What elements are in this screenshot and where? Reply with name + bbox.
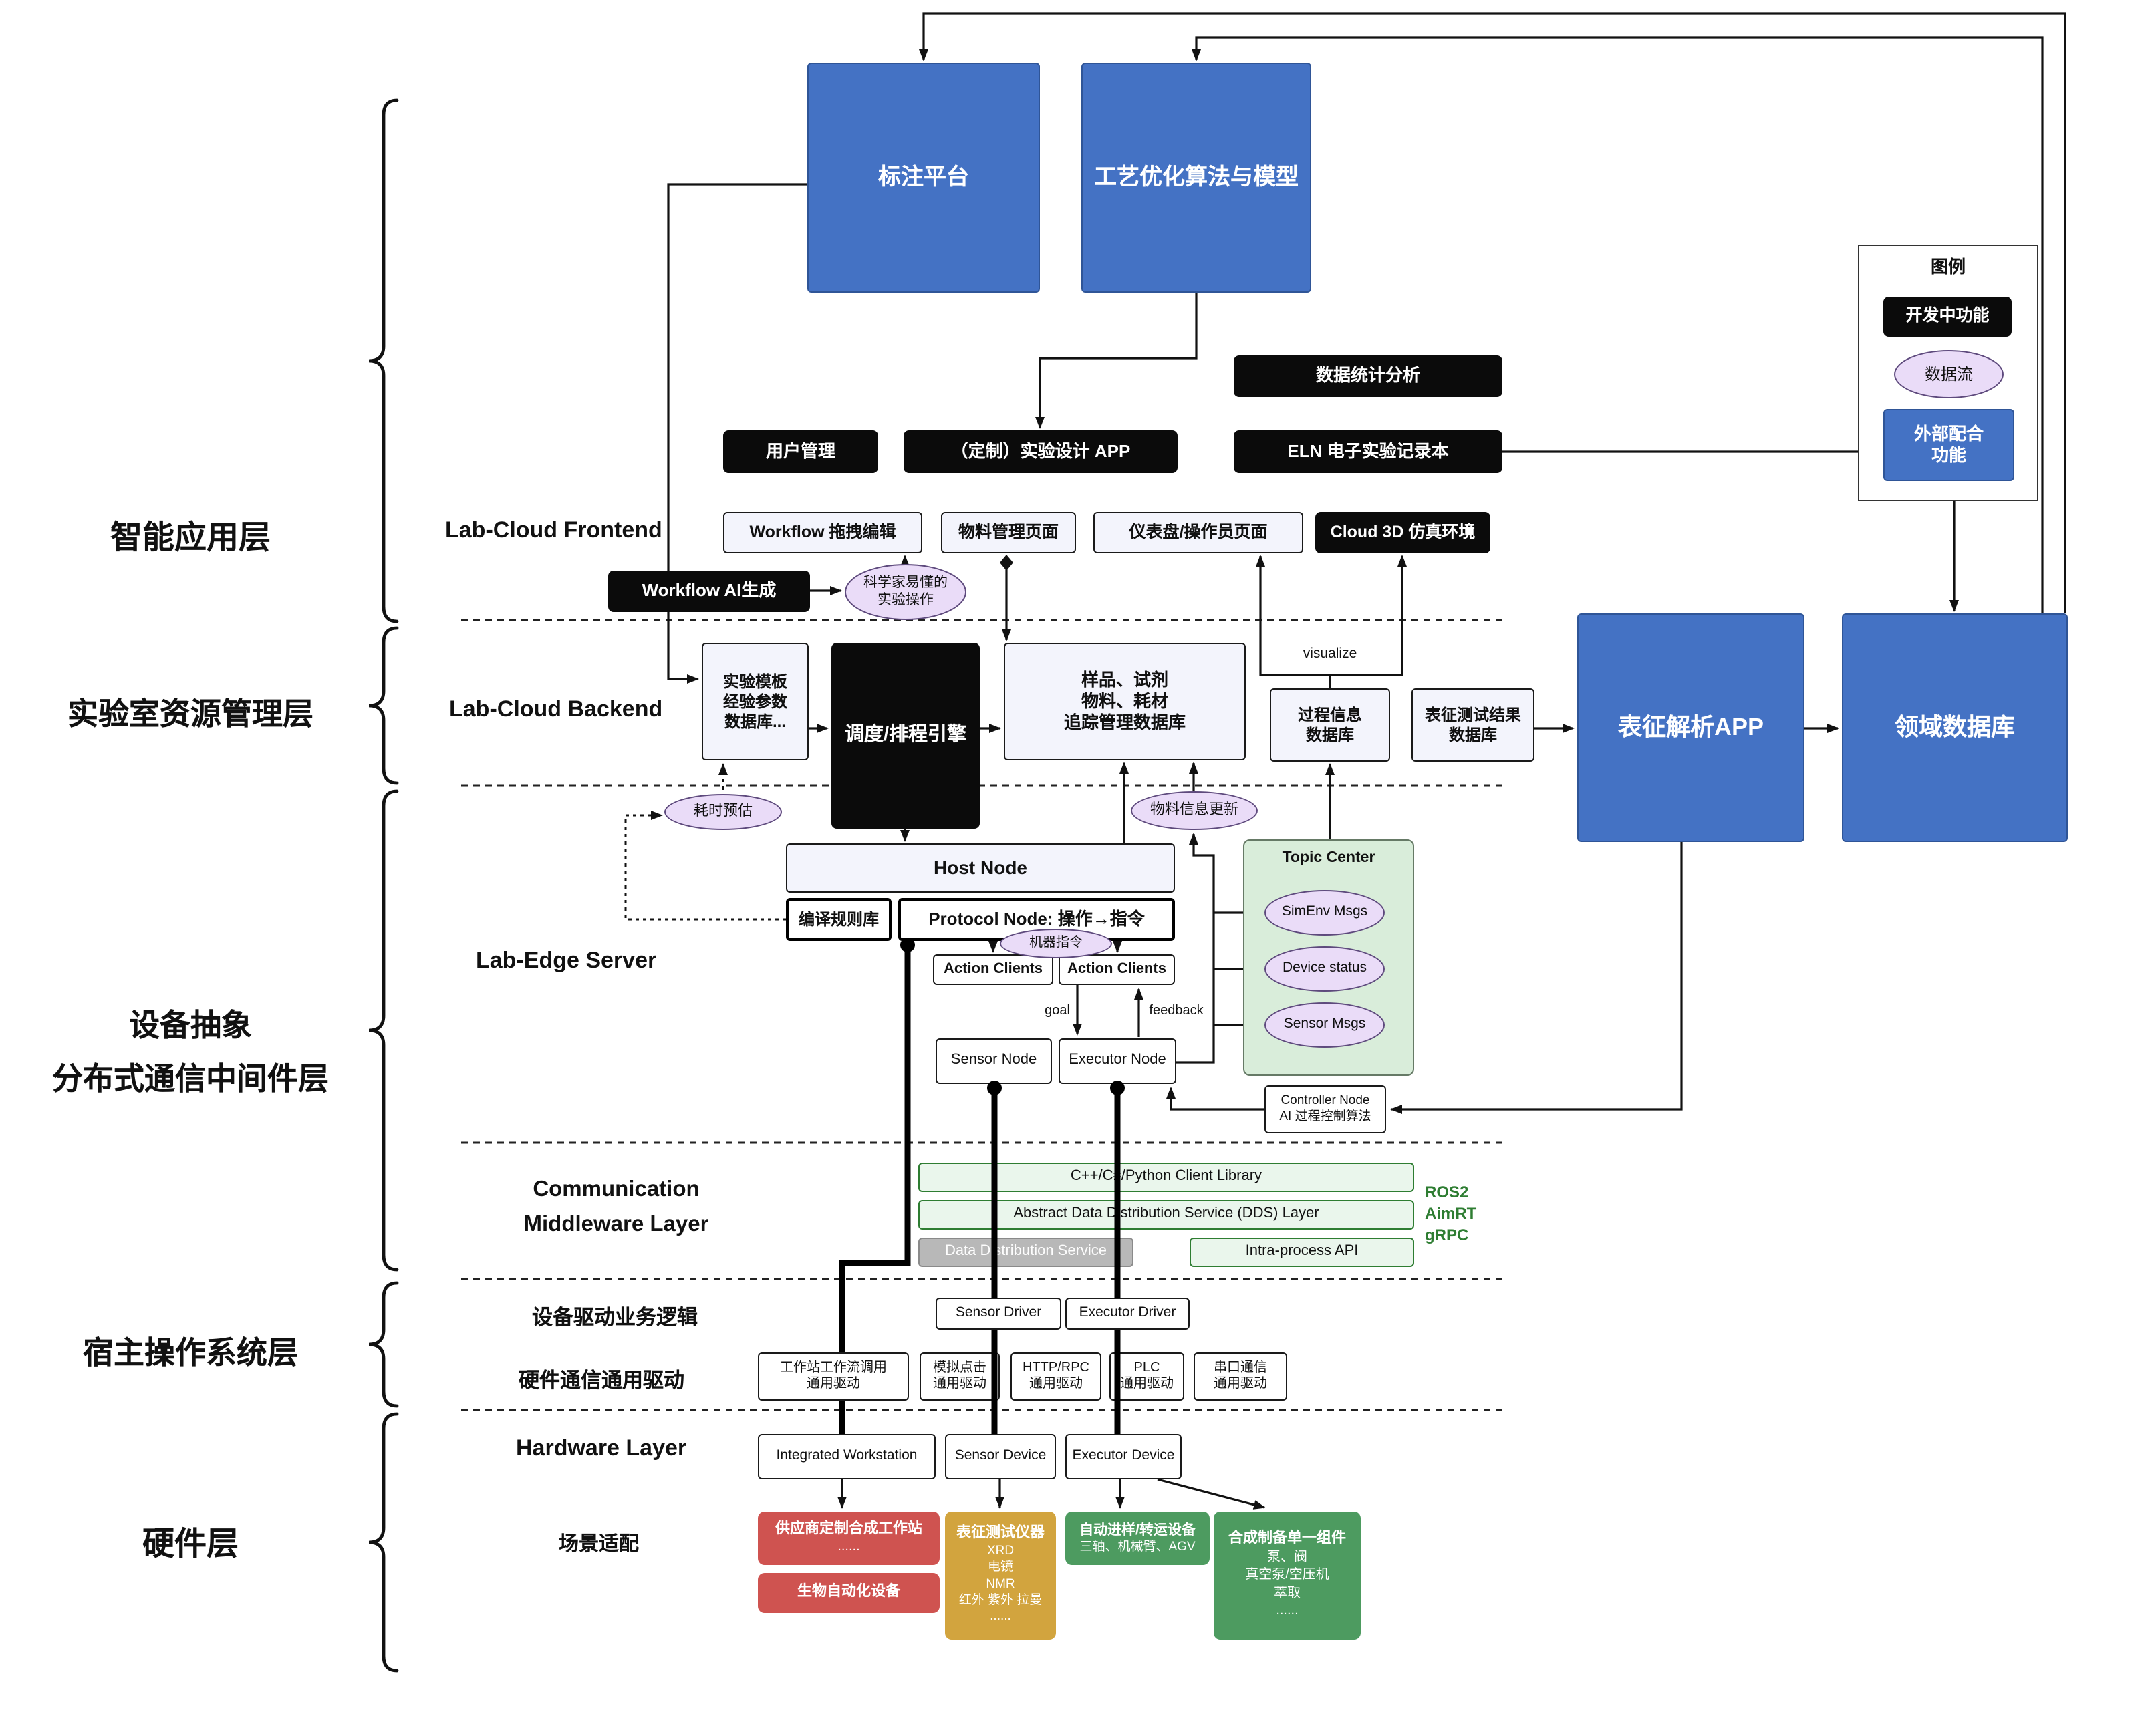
custom-experiment-app-box: （定制）实验设计 APP — [904, 430, 1178, 473]
compile-rule-lib-box: 编译规则库 — [786, 898, 892, 941]
eln-box: ELN 电子实验记录本 — [1234, 430, 1502, 473]
executor-device-box: Executor Device — [1065, 1434, 1182, 1479]
action-clients-1-box: Action Clients — [933, 954, 1053, 985]
goal-label: goal — [1045, 1004, 1070, 1018]
workstation-driver-box: 工作站工作流调用 通用驱动 — [758, 1352, 909, 1401]
domain-db-box: 领域数据库 — [1842, 613, 2068, 842]
simenv-msgs-ellipse: SimEnv Msgs — [1264, 890, 1385, 936]
transfer-title: 自动进样/转运设备 — [1079, 1522, 1196, 1538]
characterization-title: 表征测试仪器 — [956, 1525, 1045, 1542]
label-lab-cloud-frontend: Lab-Cloud Frontend — [445, 517, 662, 543]
characterization-instruments-box: 表征测试仪器 XRD 电镜 NMR 红外 紫外 拉曼 ...... — [945, 1512, 1056, 1640]
dotted-connectors — [624, 763, 786, 921]
label-communication-middleware: Communication Middleware Layer — [523, 1177, 709, 1236]
material-page-box: 物料管理页面 — [941, 512, 1076, 553]
component-items: 泵、阀 真空泵/空压机 萃取 ...... — [1245, 1550, 1329, 1619]
layer-label-device: 设备抽象 分布式通信中间件层 — [52, 1008, 329, 1097]
click-driver-box: 模拟点击 通用驱动 — [920, 1352, 1000, 1401]
machine-cmd-ellipse: 机器指令 — [1000, 929, 1112, 958]
template-db-box: 实验模板 经验参数 数据库... — [702, 643, 809, 760]
time-estimate-ellipse: 耗时预估 — [664, 794, 782, 830]
legend-title: 图例 — [1930, 257, 1966, 277]
intra-process-api-box: Intra-process API — [1190, 1238, 1414, 1267]
bio-automation-box: 生物自动化设备 — [758, 1573, 940, 1613]
char-result-db-box: 表征测试结果 数据库 — [1411, 688, 1534, 762]
legend-dataflow-ellipse: 数据流 — [1894, 350, 2004, 398]
sensor-device-box: Sensor Device — [945, 1434, 1056, 1479]
char-analysis-app-box: 表征解析APP — [1577, 613, 1804, 842]
controller-node-box: Controller Node AI 过程控制算法 — [1264, 1085, 1386, 1133]
workflow-edit-box: Workflow 拖拽编辑 — [723, 512, 922, 553]
http-rpc-driver-box: HTTP/RPC 通用驱动 — [1010, 1352, 1101, 1401]
material-update-ellipse: 物料信息更新 — [1131, 791, 1258, 830]
sensor-msgs-ellipse: Sensor Msgs — [1264, 1002, 1385, 1048]
host-node-box: Host Node — [786, 843, 1175, 893]
data-stats-box: 数据统计分析 — [1234, 355, 1502, 397]
legend-dev-box: 开发中功能 — [1883, 297, 2012, 337]
label-lab-cloud-backend: Lab-Cloud Backend — [449, 696, 663, 722]
layer-label-host-os: 宿主操作系统层 — [83, 1335, 298, 1370]
label-lab-edge-server: Lab-Edge Server — [476, 948, 657, 973]
user-mgmt-box: 用户管理 — [723, 430, 878, 473]
visualize-label: visualize — [1303, 646, 1357, 662]
tracking-db-box: 样品、试剂 物料、耗材 追踪管理数据库 — [1004, 643, 1246, 760]
plc-driver-box: PLC 通用驱动 — [1109, 1352, 1184, 1401]
layer-label-hardware: 硬件层 — [142, 1526, 239, 1562]
legend-external-box: 外部配合 功能 — [1883, 409, 2014, 481]
layer-braces — [368, 98, 399, 1673]
sensor-driver-box: Sensor Driver — [936, 1298, 1061, 1330]
layer-label-app: 智能应用层 — [110, 520, 271, 556]
label-driver-logic: 设备驱动业务逻辑 — [532, 1307, 698, 1330]
vendor-workstation-title: 供应商定制合成工作站 — [775, 1520, 922, 1537]
action-clients-2-box: Action Clients — [1059, 954, 1175, 985]
component-title: 合成制备单一组件 — [1228, 1530, 1346, 1547]
executor-driver-box: Executor Driver — [1065, 1298, 1190, 1330]
label-hardware-layer: Hardware Layer — [516, 1435, 687, 1461]
process-optimization-box: 工艺优化算法与模型 — [1081, 63, 1311, 293]
vendor-workstation-sub: ...... — [837, 1539, 860, 1554]
annotation-platform-box: 标注平台 — [807, 63, 1040, 293]
integrated-workstation-box: Integrated Workstation — [758, 1434, 936, 1479]
characterization-items: XRD 电镜 NMR 红外 紫外 拉曼 ...... — [958, 1544, 1043, 1624]
component-box: 合成制备单一组件 泵、阀 真空泵/空压机 萃取 ...... — [1214, 1512, 1361, 1640]
executor-node-box: Executor Node — [1059, 1038, 1176, 1084]
dds-box: Data Distribution Service — [918, 1238, 1133, 1267]
middleware-stack-label: ROS2 AimRT gRPC — [1425, 1183, 1477, 1245]
sensor-node-box: Sensor Node — [936, 1038, 1052, 1084]
device-status-ellipse: Device status — [1264, 946, 1385, 992]
vendor-workstation-box: 供应商定制合成工作站 ...... — [758, 1512, 940, 1565]
feedback-label: feedback — [1149, 1004, 1204, 1018]
dashboard-box: 仪表盘/操作员页面 — [1093, 512, 1303, 553]
client-library-box: C++/C#/Python Client Library — [918, 1163, 1414, 1192]
layer-label-resource: 实验室资源管理层 — [68, 696, 313, 731]
scientist-ops-ellipse: 科学家易懂的 实验操作 — [845, 564, 966, 620]
transfer-devices-box: 自动进样/转运设备 三轴、机械臂、AGV — [1065, 1512, 1210, 1565]
label-hw-comm-driver: 硬件通信通用驱动 — [519, 1370, 685, 1393]
label-scene-adapt: 场景适配 — [559, 1533, 640, 1556]
diamond-connector — [1000, 555, 1013, 571]
serial-driver-box: 串口通信 通用驱动 — [1194, 1352, 1287, 1401]
topic-center-title: Topic Center — [1282, 850, 1375, 866]
transfer-items: 三轴、机械臂、AGV — [1079, 1539, 1196, 1554]
dds-layer-box: Abstract Data Distribution Service (DDS)… — [918, 1200, 1414, 1230]
scheduler-engine-box: 调度/排程引擎 — [831, 643, 980, 829]
process-db-box: 过程信息 数据库 — [1270, 688, 1390, 762]
workflow-ai-box: Workflow AI生成 — [608, 571, 810, 612]
cloud3d-box: Cloud 3D 仿真环境 — [1315, 512, 1490, 553]
